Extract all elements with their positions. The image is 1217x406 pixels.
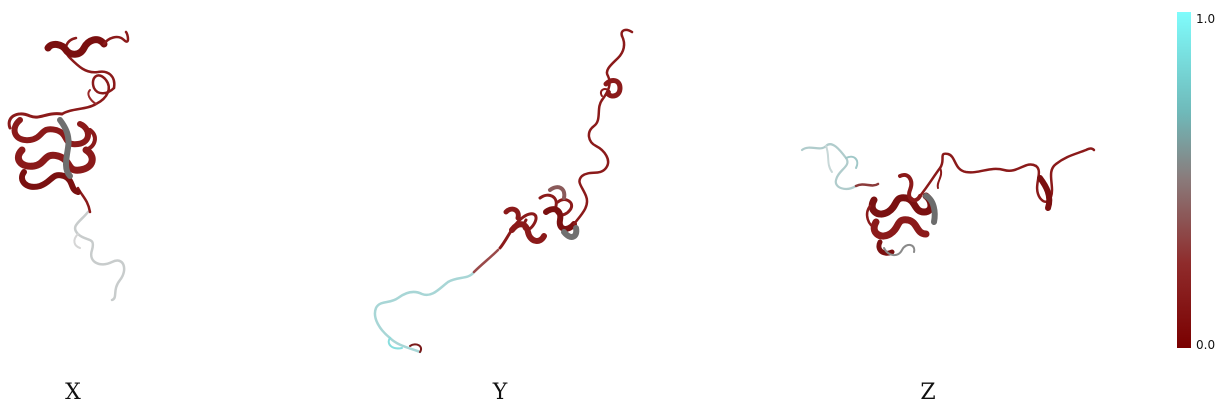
protein-structure-x [7,30,130,302]
panel-label-x: X [65,380,81,405]
structure-panel-z [790,0,1110,370]
colorbar-max-label: 1.0 [1196,12,1216,26]
protein-structure-z [800,143,1096,256]
structure-panel-y [350,0,670,370]
colorbar-min-label: 0.0 [1196,338,1216,352]
panel-label-y: Y [492,380,508,405]
structure-panel-x [0,0,260,370]
panel-label-z: Z [920,380,936,405]
colorbar [1177,12,1191,348]
protein-structure-y [373,28,634,354]
